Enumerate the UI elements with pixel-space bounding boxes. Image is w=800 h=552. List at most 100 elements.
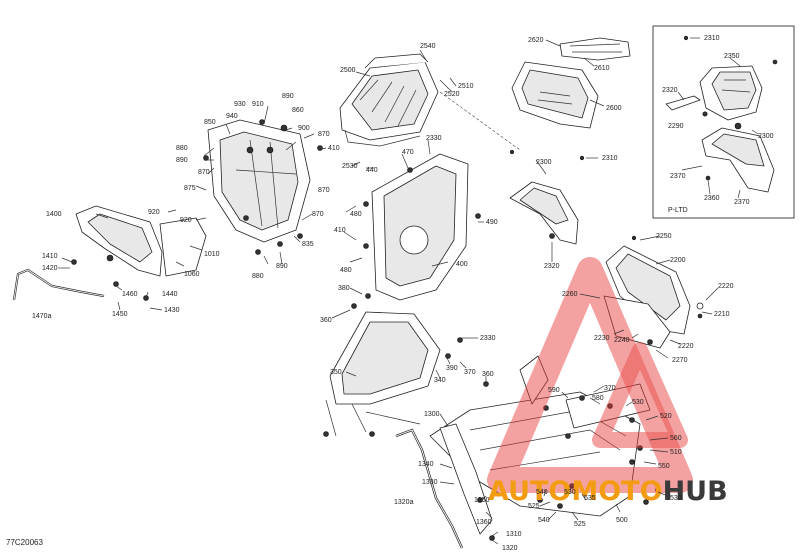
callout-2530: 2530 — [342, 163, 358, 170]
callout-2500: 2500 — [340, 67, 356, 74]
callout-2230: 2230 — [594, 335, 610, 342]
callout-2250: 2250 — [656, 233, 672, 240]
callout-870-top: 870 — [318, 131, 330, 138]
callout-1350: 1350 — [474, 497, 490, 504]
callout-470: 470 — [402, 149, 414, 156]
callout-2200: 2200 — [670, 257, 686, 264]
callout-1310: 1310 — [506, 531, 522, 538]
callout-890-left: 890 — [176, 157, 188, 164]
leader-lines — [58, 37, 759, 545]
callout-870-mid: 870 — [198, 169, 210, 176]
callout-500: 500 — [616, 517, 628, 524]
callout-900: 900 — [298, 125, 310, 132]
callout-560: 560 — [670, 435, 682, 442]
panel-400 — [363, 153, 481, 301]
callout-400: 400 — [456, 261, 468, 268]
console-2500 — [339, 53, 439, 147]
callout-540-b: 540 — [538, 517, 550, 524]
callout-2600: 2600 — [606, 105, 622, 112]
callout-2370-inset-a: 2370 — [670, 173, 686, 180]
bracket-1300 — [439, 423, 495, 541]
callout-2610: 2610 — [594, 65, 610, 72]
inset-panel-2300 — [701, 127, 775, 193]
callout-360-left: 360 — [320, 317, 332, 324]
callout-1450: 1450 — [112, 311, 128, 318]
callout-1320: 1320 — [502, 545, 518, 552]
inset-label: P-LTD — [668, 207, 688, 214]
callout-1320a: 1320a — [394, 499, 414, 506]
callout-920-a: 920 — [148, 209, 160, 216]
callout-940: 940 — [226, 113, 238, 120]
callout-410-low: 410 — [334, 227, 346, 234]
callout-2270: 2270 — [672, 357, 688, 364]
callout-1330: 1330 — [422, 479, 438, 486]
callout-2540: 2540 — [420, 43, 436, 50]
callout-920-b: 920 — [180, 217, 192, 224]
callout-525-b: 525 — [574, 521, 586, 528]
callout-1360: 1360 — [476, 519, 492, 526]
callout-1460: 1460 — [122, 291, 138, 298]
callout-910: 910 — [252, 101, 264, 108]
inset-cover-2350 — [699, 65, 763, 130]
callout-550: 550 — [658, 463, 670, 470]
floor-panel-350 — [323, 293, 489, 437]
p-ltd-inset-frame — [652, 25, 795, 219]
cover-2600 — [511, 61, 599, 129]
callout-530-right: 530 — [632, 399, 644, 406]
callout-labels: 2540 2500 2510 2520 2620 2610 2600 2310 … — [32, 35, 774, 552]
panel-1400 — [71, 205, 207, 301]
callout-1470a: 1470a — [32, 313, 52, 320]
callout-480-top: 480 — [350, 211, 362, 218]
callout-1340: 1340 — [418, 461, 434, 468]
callout-2510: 2510 — [458, 83, 474, 90]
frame-500 — [429, 355, 661, 517]
callout-360-right: 360 — [482, 371, 494, 378]
callout-480-low: 480 — [340, 267, 352, 274]
callout-890-low: 890 — [276, 263, 288, 270]
callout-590: 590 — [548, 387, 560, 394]
callout-2290: 2290 — [668, 123, 684, 130]
hose-1470a — [12, 268, 105, 301]
callout-490: 490 — [486, 219, 498, 226]
callout-1010: 1010 — [204, 251, 220, 258]
callout-2210: 2210 — [714, 311, 730, 318]
callout-2310-mid: 2310 — [602, 155, 618, 162]
callout-1410: 1410 — [42, 253, 58, 260]
callout-860: 860 — [292, 107, 304, 114]
inset-bar-2320 — [665, 95, 701, 111]
callout-340: 340 — [434, 377, 446, 384]
callout-510: 510 — [670, 449, 682, 456]
callout-880-low: 880 — [252, 273, 264, 280]
callout-2300-mid: 2300 — [536, 159, 552, 166]
callout-2620: 2620 — [528, 37, 544, 44]
callout-530-low: 530 — [670, 495, 682, 502]
callout-850: 850 — [204, 119, 216, 126]
callout-2330-low: 2330 — [480, 335, 496, 342]
callout-540-a: 540 — [536, 489, 548, 496]
trim-2620 — [559, 37, 631, 61]
deflector-2300 — [509, 149, 585, 245]
callout-2360: 2360 — [704, 195, 720, 202]
callout-2350: 2350 — [724, 53, 740, 60]
callout-350: 350 — [330, 369, 342, 376]
callout-2370-inset-b: 2370 — [734, 199, 750, 206]
callout-530-mid: 530 — [564, 489, 576, 496]
callout-1430: 1430 — [164, 307, 180, 314]
callout-2220-top: 2220 — [718, 283, 734, 290]
watermark-text-part1: AUTOMOTOHUB — [488, 476, 728, 507]
callout-525-a: 525 — [528, 503, 540, 510]
callout-890-top: 890 — [282, 93, 294, 100]
callout-1440: 1440 — [162, 291, 178, 298]
callout-440: 440 — [366, 167, 378, 174]
callout-2260: 2260 — [562, 291, 578, 298]
callout-580: 580 — [592, 395, 604, 402]
callout-1300: 1300 — [424, 411, 440, 418]
callout-370-left: 370 — [464, 369, 476, 376]
callout-1420: 1420 — [42, 265, 58, 272]
bracket-850 — [203, 119, 323, 255]
callout-2320-mid: 2320 — [544, 263, 560, 270]
callout-2520: 2520 — [444, 91, 460, 98]
callout-1400: 1400 — [46, 211, 62, 218]
